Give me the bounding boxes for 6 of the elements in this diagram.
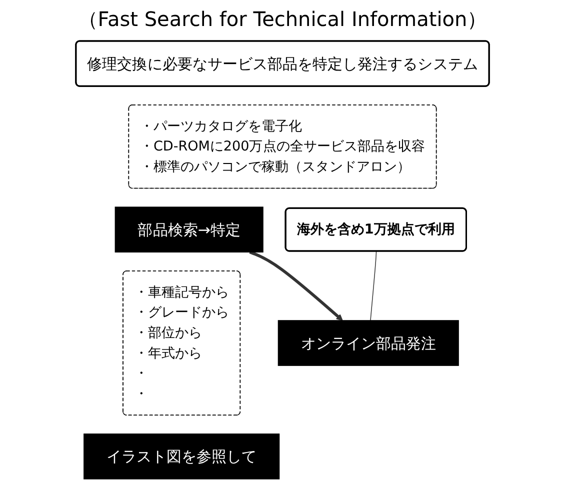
- arrow: [249, 250, 343, 321]
- node-box: 部品検索→特定: [114, 206, 264, 252]
- diagram-title: （Fast Search for Technical Information）: [76, 6, 488, 33]
- node-box: オンライン部品発注: [278, 320, 459, 366]
- node-box: イラスト図を参照して: [84, 434, 280, 480]
- connector: [370, 250, 377, 321]
